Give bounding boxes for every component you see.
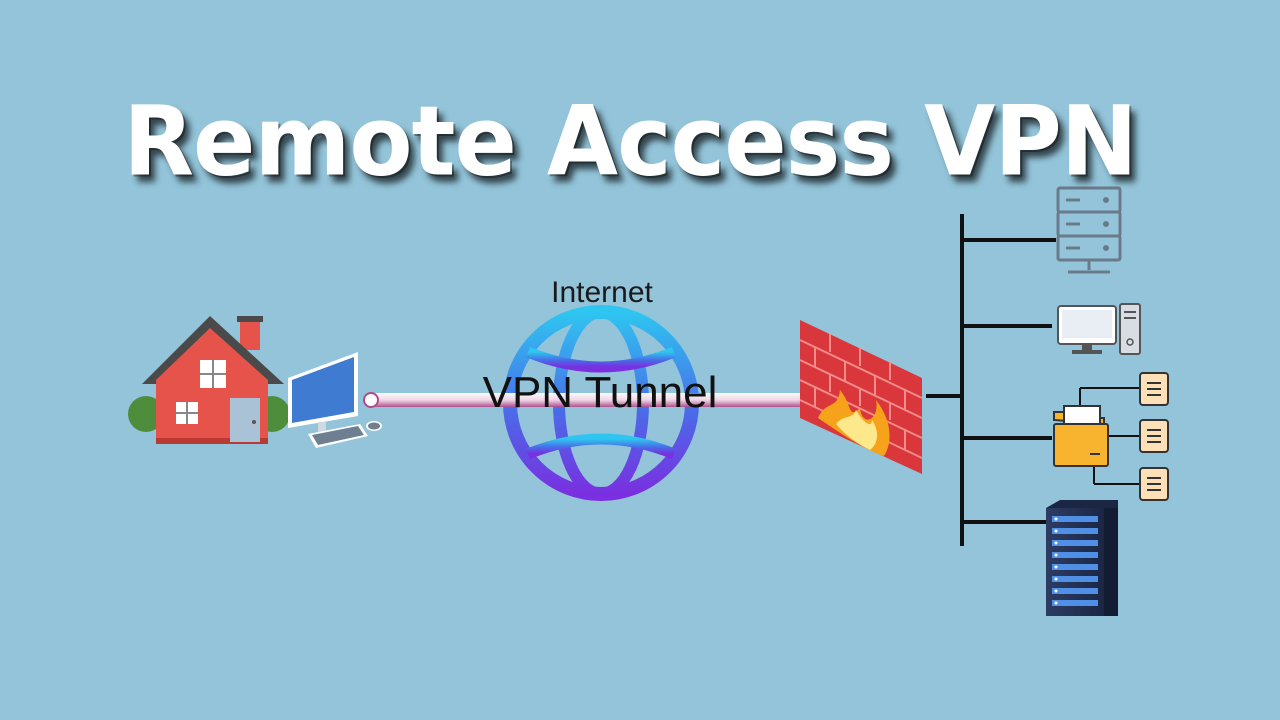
house-icon <box>128 316 290 444</box>
folder-icon <box>1053 387 1140 485</box>
vpn-tunnel-line <box>363 392 838 408</box>
document-icon <box>1139 372 1169 406</box>
document-icon <box>1139 419 1169 453</box>
workstation-icon <box>1057 303 1141 355</box>
vpn-tunnel-label: VPN Tunnel <box>482 368 718 417</box>
server-rack-icon <box>1056 186 1122 274</box>
document-icon <box>1139 467 1169 501</box>
firewall-icon <box>799 320 923 474</box>
internet-label: Internet <box>551 276 653 309</box>
data-center-server-icon <box>1046 500 1118 616</box>
diagram-title: Remote Access VPN <box>123 85 1138 198</box>
network-bus <box>926 214 1056 546</box>
desktop-computer-icon <box>288 352 382 448</box>
